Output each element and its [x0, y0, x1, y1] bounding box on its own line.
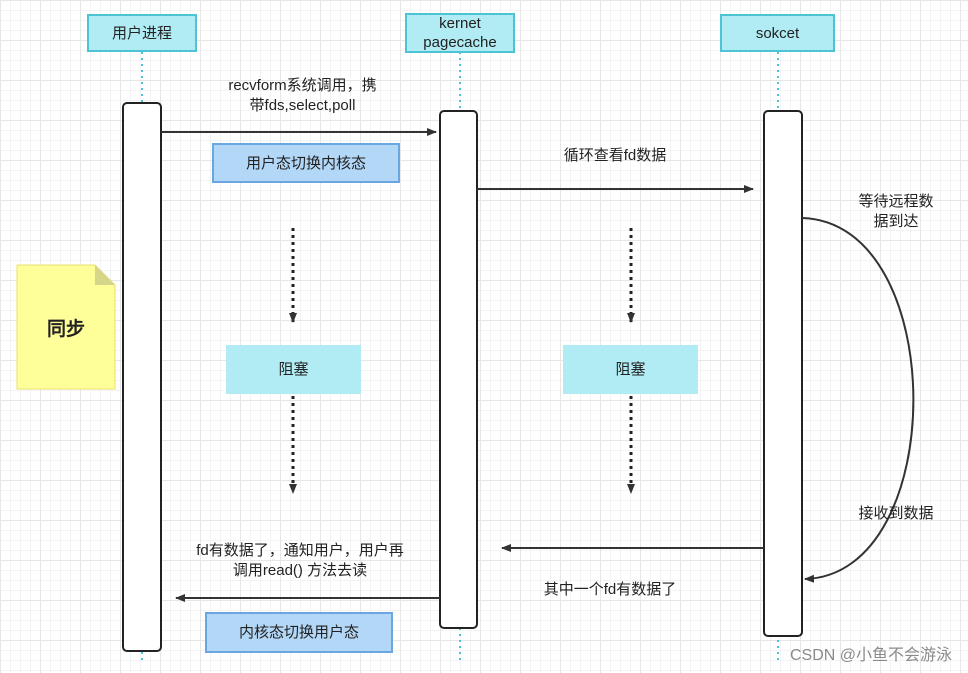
message-loop-check-label: 循环查看fd数据: [563, 147, 667, 164]
participant-user-process: 用户进程: [87, 14, 197, 52]
message-received-label: 接收到数据: [858, 505, 934, 522]
participant-kernel-label-1: kernet: [439, 15, 481, 32]
message-notify-line-2: 调用read() 方法去读: [232, 562, 368, 579]
participant-kernel: kernet pagecache: [405, 13, 515, 53]
mode-switch-user-to-kernel-label: 用户态切换内核态: [245, 154, 366, 172]
arrow-wait-remote-data: [801, 217, 915, 583]
message-syscall-line-1: recvform系统调用，携: [228, 77, 377, 94]
block-right-label: 阻塞: [615, 361, 646, 378]
block-left-label: 阻塞: [278, 361, 309, 378]
participant-socket-label: sokcet: [755, 24, 800, 42]
message-notify-label: fd有数据了，通知用户，用户再 调用read() 方法去读: [170, 541, 430, 581]
sync-note-label: 同步: [46, 318, 85, 340]
block-right: 阻塞: [563, 345, 698, 394]
participant-socket: sokcet: [720, 14, 835, 52]
mode-switch-kernel-to-user: 内核态切换用户态: [205, 612, 393, 653]
message-wait-label: 等待远程数 据到达: [840, 192, 952, 232]
sync-note-fold: [95, 265, 115, 285]
mode-switch-kernel-to-user-label: 内核态切换用户态: [238, 624, 359, 641]
sync-note-shape: [16, 264, 116, 390]
activation-kernel: [439, 110, 478, 629]
message-wait-line-2: 据到达: [873, 213, 919, 230]
message-syscall-label: recvform系统调用，携 带fds,select,poll: [195, 76, 410, 116]
message-one-fd-ready-label: 其中一个fd有数据了: [543, 581, 677, 598]
block-left: 阻塞: [226, 345, 361, 394]
participant-kernel-label-2: pagecache: [423, 34, 497, 51]
watermark: CSDN @小鱼不会游泳: [789, 647, 952, 664]
message-notify-line-1: fd有数据了，通知用户，用户再: [196, 542, 404, 559]
message-wait-line-1: 等待远程数: [858, 193, 934, 210]
participant-user-process-label: 用户进程: [111, 24, 172, 42]
activation-user-process: [122, 102, 162, 652]
message-syscall-line-2: 带fds,select,poll: [249, 97, 356, 114]
mode-switch-user-to-kernel: 用户态切换内核态: [212, 143, 400, 183]
activation-socket: [763, 110, 803, 637]
